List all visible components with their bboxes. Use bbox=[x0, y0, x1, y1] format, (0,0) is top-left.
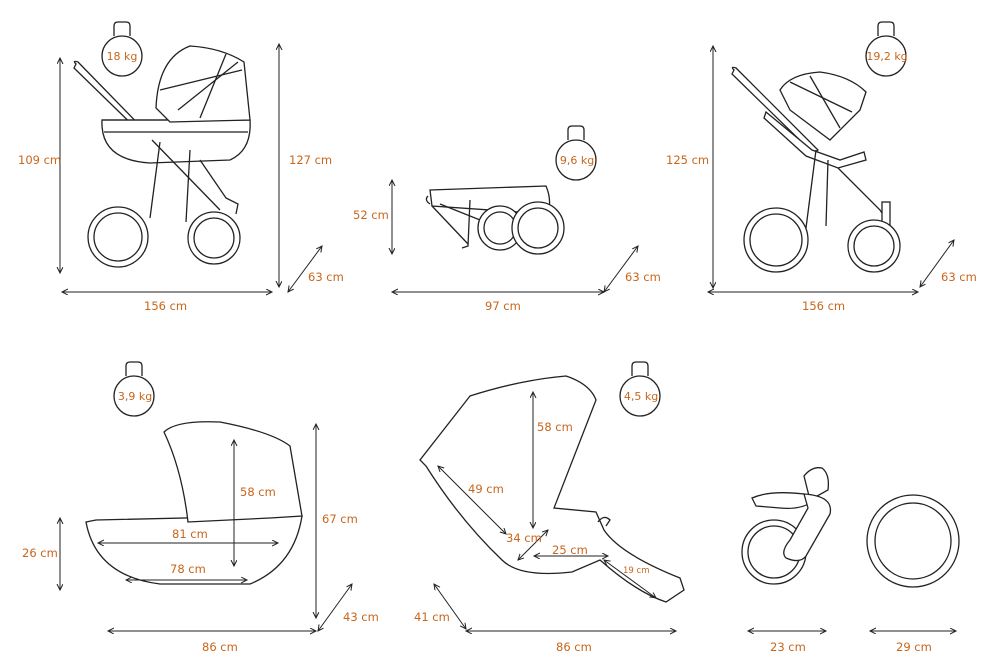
width-line bbox=[288, 246, 322, 292]
width-line bbox=[604, 246, 638, 292]
length-label: 156 cm bbox=[144, 299, 187, 313]
length-label: 86 cm bbox=[556, 640, 592, 654]
length-label: 97 cm bbox=[485, 299, 521, 313]
backrest-label: 58 cm bbox=[537, 420, 573, 434]
weight-label: 4,5 kg bbox=[624, 390, 658, 403]
total-height-label: 127 cm bbox=[289, 153, 332, 167]
length-label: 86 cm bbox=[202, 640, 238, 654]
inner-bottom-label: 78 cm bbox=[170, 562, 206, 576]
front-wheel-drawing bbox=[741, 467, 832, 585]
height-label: 125 cm bbox=[666, 153, 709, 167]
weight-icon bbox=[101, 21, 143, 77]
seat-depth-label: 34 cm bbox=[506, 531, 542, 545]
carrycot-drawing bbox=[85, 421, 303, 585]
weight-icon bbox=[113, 361, 155, 417]
rear-wheel-label: 29 cm bbox=[896, 640, 932, 654]
length-label: 156 cm bbox=[802, 299, 845, 313]
weight-label: 9,6 kg bbox=[560, 154, 594, 167]
inner-top-label: 81 cm bbox=[172, 527, 208, 541]
weight-label: 18 kg bbox=[107, 50, 138, 63]
footrest-label: 19 cm bbox=[623, 566, 649, 576]
weight-label: 3,9 kg bbox=[118, 390, 152, 403]
front-wheel-label: 23 cm bbox=[770, 640, 806, 654]
width-line bbox=[318, 584, 352, 631]
back-length-label: 49 cm bbox=[468, 482, 504, 496]
weight-icon bbox=[555, 125, 597, 181]
height-label: 109 cm bbox=[18, 153, 61, 167]
stroller-carrycot-drawing bbox=[73, 45, 251, 268]
width-line bbox=[434, 584, 466, 629]
seat-length-label: 25 cm bbox=[552, 543, 588, 557]
width-line bbox=[920, 240, 954, 287]
weight-icon bbox=[865, 21, 907, 77]
seat-drawing bbox=[419, 375, 685, 603]
width-label: 43 cm bbox=[343, 610, 379, 624]
height-label: 26 cm bbox=[22, 546, 58, 560]
weight-label: 19,2 kg bbox=[866, 50, 907, 63]
seat-depth-line bbox=[518, 530, 548, 560]
width-label: 63 cm bbox=[941, 270, 977, 284]
total-height-label: 67 cm bbox=[322, 512, 358, 526]
width-label: 63 cm bbox=[625, 270, 661, 284]
footrest-line bbox=[604, 560, 656, 598]
stroller-seat-drawing bbox=[731, 66, 901, 273]
back-length-line bbox=[438, 466, 506, 534]
folded-stroller-drawing bbox=[425, 185, 565, 255]
height-label: 52 cm bbox=[353, 208, 389, 222]
weight-icon bbox=[619, 361, 661, 417]
rear-wheel-drawing bbox=[866, 494, 960, 588]
width-label: 41 cm bbox=[414, 610, 450, 624]
inner-height-label: 58 cm bbox=[240, 485, 276, 499]
width-label: 63 cm bbox=[308, 270, 344, 284]
